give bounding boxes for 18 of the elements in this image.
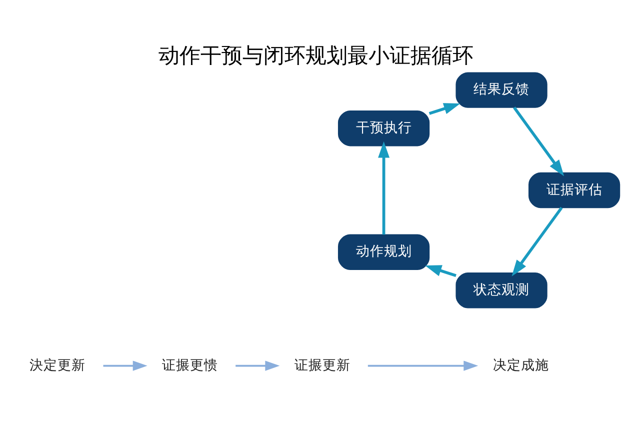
node-text: 决定成施 bbox=[492, 356, 549, 373]
arrow bbox=[512, 206, 563, 276]
arrow bbox=[428, 102, 460, 114]
node-box: 干预执行 bbox=[338, 110, 430, 146]
arrow bbox=[368, 360, 478, 370]
arrow bbox=[513, 106, 564, 176]
node-box: 动作规划 bbox=[338, 234, 430, 270]
arrow bbox=[425, 264, 456, 276]
diagram-title: 动作干预与闭环规划最小证据循环 bbox=[158, 43, 474, 68]
node-text: 证搌更新 bbox=[294, 356, 350, 373]
node-box: 结果反馈 bbox=[456, 72, 548, 108]
arrow bbox=[103, 360, 148, 370]
node-box: 证据评估 bbox=[528, 172, 620, 208]
node-text: 決定更新 bbox=[30, 356, 86, 373]
node-text: 证搌更愦 bbox=[162, 356, 218, 373]
arrow bbox=[378, 140, 390, 234]
arrow bbox=[236, 360, 280, 370]
node-box: 状态观测 bbox=[456, 272, 548, 308]
